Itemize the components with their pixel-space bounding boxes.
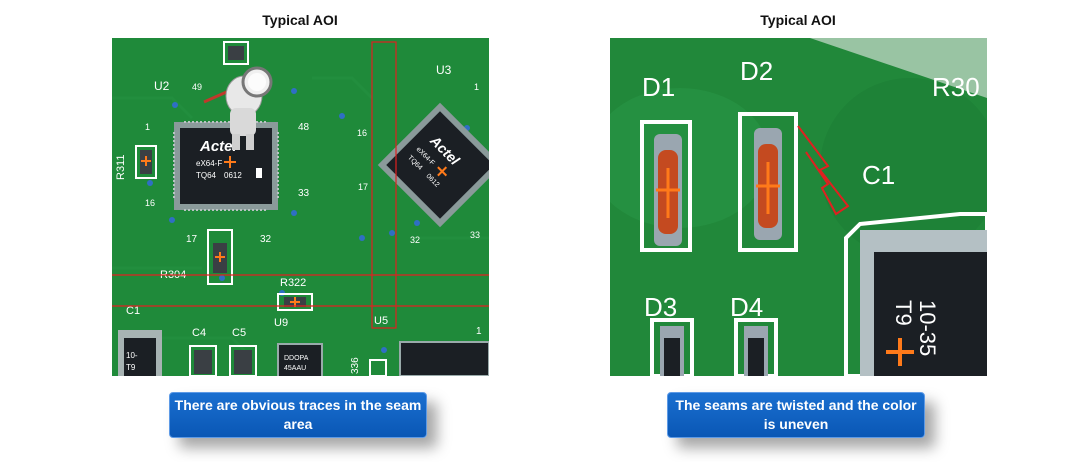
u9-code: 45AAU (284, 365, 306, 372)
caption-left-text: There are obvious traces in the seam are… (174, 397, 422, 432)
d1-diode (640, 120, 692, 252)
u3-pin-17: 17 (358, 182, 368, 192)
d3-diode (650, 318, 694, 376)
d3-label: D3 (644, 292, 677, 322)
r30-label: R30 (932, 72, 980, 102)
r336-label: 336 (350, 357, 361, 374)
r311-label: R311 (115, 155, 127, 180)
seam-marker-lines (112, 41, 489, 329)
u5-pin-1: 1 (476, 326, 482, 337)
pcb-image-left: Actel eX64-F TQ64 0612 U2 49 1 16 17 32 … (112, 38, 489, 376)
u2-pin-1: 1 (145, 122, 150, 132)
inspector-mascot-icon (203, 66, 273, 150)
u2-brand: Actel (199, 138, 238, 155)
caption-left: There are obvious traces in the seam are… (169, 392, 427, 438)
u5-label: U5 (374, 315, 388, 327)
cap-code: 10-35 (915, 300, 940, 356)
u2-model: eX64-F (196, 159, 222, 168)
c1-capacitor: 10-35 T9 (844, 212, 987, 376)
d4-label: D4 (730, 292, 763, 322)
cap-code2: T9 (891, 300, 916, 326)
caption-right: The seams are twisted and the color is u… (667, 392, 925, 438)
c5-label: C5 (232, 327, 246, 339)
u9-mark: DDOPA (284, 355, 309, 362)
u2-pin-48: 48 (298, 122, 310, 133)
u3-pin-1: 1 (474, 82, 479, 92)
d4-diode (734, 318, 778, 376)
u9-label: U9 (274, 317, 288, 329)
u2-chip: Actel eX64-F TQ64 0612 (173, 121, 279, 211)
u3-pin-33: 33 (470, 230, 480, 240)
d2-label: D2 (740, 56, 773, 86)
d2-diode (738, 112, 798, 252)
u2-pin-64: 49 (192, 82, 202, 92)
r322-label: R322 (280, 277, 306, 289)
c4-label: C4 (192, 327, 206, 339)
u2-code: 0612 (224, 171, 242, 180)
u2-pin-16: 16 (145, 198, 155, 208)
u2-pkg: TQ64 (196, 171, 217, 180)
c1-code2: T9 (126, 363, 136, 372)
pcb-image-right: D1 D2 R30 C1 D3 D4 10-35 T9 (610, 38, 987, 376)
u3-pin-16: 16 (357, 128, 367, 138)
c1-label-left: C1 (126, 305, 140, 317)
u3-pin-32: 32 (410, 235, 420, 245)
u2-pin-17: 17 (186, 234, 198, 245)
twist-marker (797, 125, 850, 216)
u2-pin-33: 33 (298, 188, 310, 199)
panel-right-title: Typical AOI (760, 12, 836, 28)
caption-right-text: The seams are twisted and the color is u… (675, 397, 917, 432)
u3-label: U3 (436, 63, 452, 77)
c1-code: 10- (126, 351, 138, 360)
panel-left-title: Typical AOI (262, 12, 338, 28)
u2-label: U2 (154, 79, 170, 93)
u2-pin-32: 32 (260, 234, 272, 245)
d1-label: D1 (642, 72, 675, 102)
c1-label-right: C1 (862, 160, 895, 190)
